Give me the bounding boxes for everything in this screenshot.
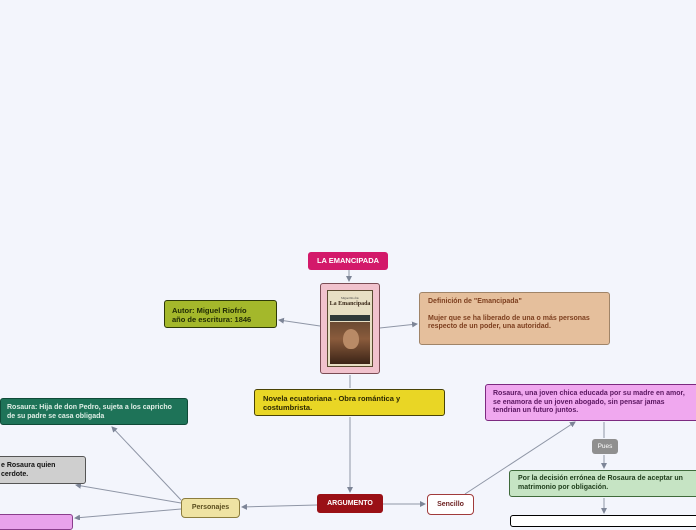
summary-next-node[interactable] — [510, 515, 696, 527]
year-line: año de escritura: 1846 — [172, 315, 252, 324]
cover-title: La Emancipada — [329, 301, 371, 307]
book-cover-node[interactable]: Miguel Riofrío La Emancipada — [320, 283, 380, 374]
connector-pues-label[interactable]: Pues — [592, 439, 618, 454]
cover-strip — [330, 315, 370, 321]
simple-node[interactable]: Sencillo — [427, 494, 474, 515]
summary-decision-node[interactable]: Por la decisión errónea de Rosaura de ac… — [509, 470, 696, 497]
book-cover-image: Miguel Riofrío La Emancipada — [327, 290, 373, 367]
novel-type-node[interactable]: Novela ecuatoriana - Obra romántica y co… — [254, 389, 445, 416]
author-node[interactable]: Autor: Miguel Riofrío año de escritura: … — [164, 300, 277, 328]
summary-rosaura-node[interactable]: Rosaura, una joven chica educada por su … — [485, 384, 696, 421]
cover-author: Miguel Riofrío — [340, 296, 360, 300]
character-rosaura-node[interactable]: Rosaura: Hija de don Pedro, sujeta a los… — [0, 398, 188, 425]
characters-node[interactable]: Personajes — [181, 498, 240, 518]
argument-node[interactable]: ARGUMENTO — [317, 494, 383, 513]
central-title[interactable]: LA EMANCIPADA — [308, 252, 388, 270]
character-partial-pink-node[interactable] — [0, 514, 73, 530]
definition-node[interactable]: Definición de "Emancipada" Mujer que se … — [419, 292, 610, 345]
cover-face — [343, 329, 359, 349]
author-line: Autor: Miguel Riofrío — [172, 306, 247, 315]
definition-body: Mujer que se ha liberado de una o más pe… — [428, 314, 590, 331]
definition-heading: Definición de "Emancipada" — [428, 298, 522, 305]
character-partial-node[interactable]: e Rosaura quien cerdote. — [0, 456, 86, 484]
